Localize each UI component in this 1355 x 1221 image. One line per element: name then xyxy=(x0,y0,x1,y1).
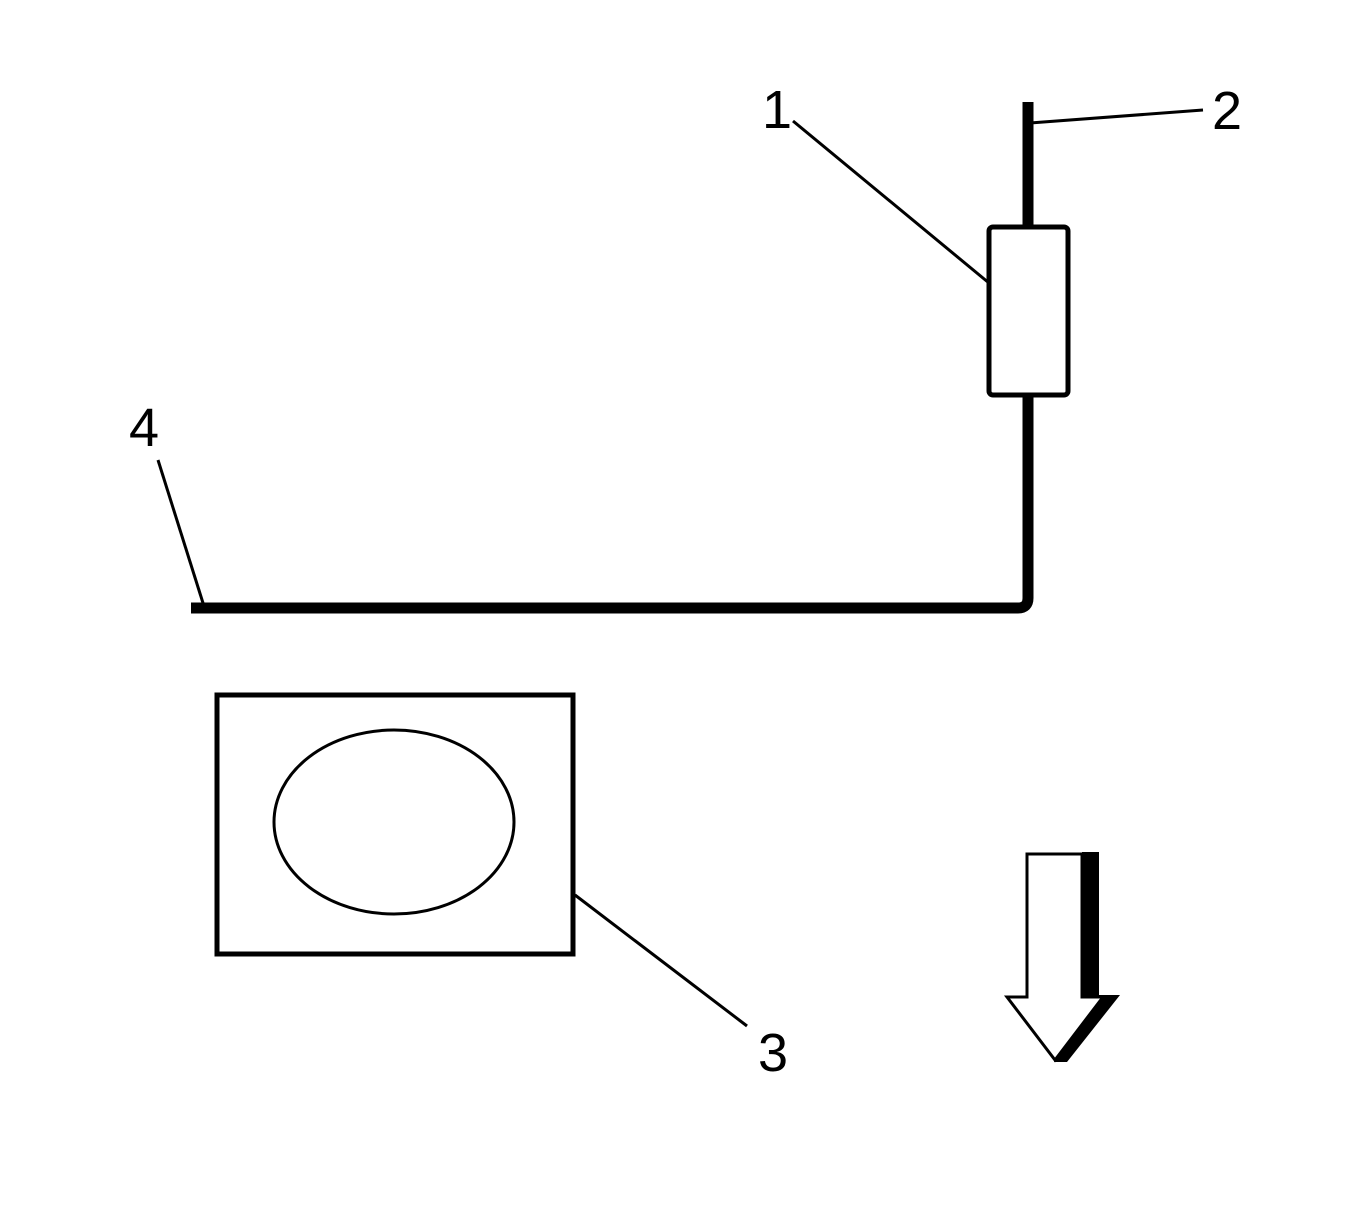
arrow-shadow xyxy=(1054,852,1120,1062)
leader-line-1 xyxy=(792,119,990,285)
callout-3: 3 xyxy=(758,1023,788,1083)
leader-line-4 xyxy=(156,459,205,604)
callout-4: 4 xyxy=(129,398,159,458)
leader-line-3 xyxy=(574,893,748,1028)
housing-component xyxy=(214,692,576,957)
callout-2: 2 xyxy=(1212,81,1242,141)
line-assembly xyxy=(191,102,1034,614)
leader-line-2 xyxy=(1029,108,1204,125)
callout-labels: 1 2 3 4 xyxy=(129,80,1242,1083)
arrow-body xyxy=(1003,852,1107,1063)
inline-component xyxy=(986,224,1071,398)
callout-1: 1 xyxy=(762,80,792,140)
down-arrow-icon xyxy=(1003,852,1120,1063)
leader-lines xyxy=(156,108,1204,1028)
housing-oval-opening xyxy=(272,728,516,916)
line-lower-segment xyxy=(191,395,1034,614)
